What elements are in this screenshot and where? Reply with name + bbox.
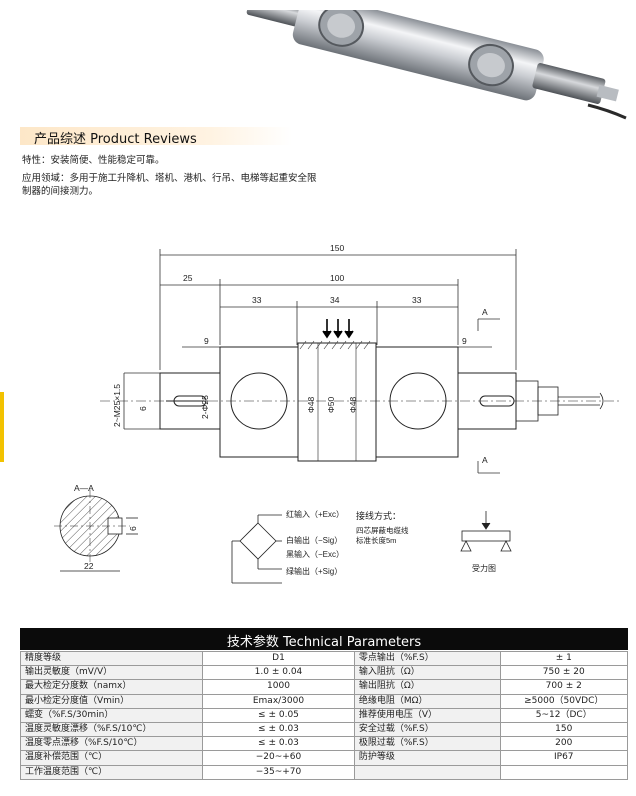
technical-drawing: 150 25 100 33 34 33 9 9 [54, 243, 620, 584]
section-dim-22: 22 [84, 561, 94, 571]
dim-100: 100 [330, 273, 344, 283]
connection-cable: 四芯屏蔽电缆线 [356, 525, 409, 535]
param-label: 零点输出（%F.S） [353, 650, 501, 667]
dim-33-left: 33 [252, 295, 262, 305]
param-value: −20~+60 [202, 750, 355, 766]
param-value: ≤ ± 0.03 [202, 721, 355, 738]
load-arrows [322, 319, 354, 339]
section-label-a-bottom: A [482, 455, 488, 465]
param-label [353, 764, 501, 780]
application-line: 应用领域：多用于施工升降机、塔机、港机、行吊、电梯等起重安全限 [22, 173, 317, 184]
param-value: 5~12（DC） [499, 707, 629, 723]
param-label: 温度零点漂移（%F.S/10℃） [19, 736, 204, 752]
wiring-black: 黑输入（−Exc） [286, 549, 344, 559]
dia-48-right: Φ48 [348, 396, 358, 413]
dim-6-vert: 6 [138, 406, 148, 411]
cable-gland [515, 380, 604, 422]
wiring-red: 红输入（+Exc） [286, 509, 344, 519]
param-label: 温度补偿范围（℃） [19, 750, 204, 766]
param-value: ≥5000（50VDC） [499, 693, 629, 709]
param-value [499, 764, 629, 780]
param-value: Emax/3000 [202, 693, 355, 709]
connection-title: 接线方式： [356, 510, 401, 521]
param-value: 200 [499, 736, 629, 752]
hatch-area [299, 340, 371, 350]
param-value: 1.0 ± 0.04 [202, 665, 355, 681]
param-value: ± 1 [499, 650, 629, 667]
tech-params-title: 技术参数 Technical Parameters [226, 635, 422, 650]
param-label: 温度灵敏度漂移（%F.S/10℃） [19, 721, 204, 738]
param-label: 输入阻抗（Ω） [353, 665, 501, 681]
force-diagram-label: 受力图 [472, 563, 496, 573]
param-label: 推荐使用电压（V） [353, 707, 501, 723]
param-label: 防护等级 [353, 750, 501, 766]
param-value: ≤ ± 0.05 [202, 707, 355, 723]
connection-length: 标准长度5m [356, 535, 396, 545]
product-reviews-header: 产品综述 Product Reviews [20, 127, 292, 147]
param-value: IP67 [499, 750, 629, 766]
dia-25: 2-Φ25 [200, 395, 210, 419]
dia-50: Φ50 [326, 396, 336, 413]
dim-34: 34 [330, 295, 340, 305]
thread-spec: 2~M25×1.5 [112, 384, 122, 427]
section-title: 产品综述 Product Reviews [34, 132, 197, 147]
dim-9-left: 9 [204, 336, 209, 346]
application-line-cont: 制器的间接测力。 [22, 186, 99, 197]
section-dim-6: 6 [128, 526, 138, 531]
force-diagram [460, 511, 512, 552]
dim-25: 25 [183, 273, 193, 283]
param-value: 700 ± 2 [499, 679, 629, 695]
table-row: 工作温度范围（℃）−35~+70 [19, 764, 629, 780]
section-label-a-top: A [482, 307, 488, 317]
dim-33-right: 33 [412, 295, 422, 305]
dim-150: 150 [330, 243, 344, 253]
side-accent-bar [0, 392, 4, 462]
section-a-a-view [54, 490, 138, 572]
param-label: 精度等级 [19, 650, 204, 667]
param-label: 输出阻抗（Ω） [353, 679, 501, 695]
param-value: 1000 [202, 679, 355, 695]
param-label: 最小检定分度值（Vmin） [19, 693, 204, 709]
tech-params-header: 技术参数 Technical Parameters [20, 628, 628, 650]
wiring-green: 绿输出（+Sig） [286, 566, 342, 576]
param-label: 蠕变（%F.S/30min） [19, 707, 204, 723]
dia-48-left: Φ48 [306, 396, 316, 413]
param-label: 最大检定分度数（namx） [19, 679, 204, 695]
section-marker [477, 318, 500, 474]
dimension-lines [159, 249, 517, 370]
load-cell-outline [100, 342, 620, 462]
param-value: −35~+70 [202, 764, 355, 780]
wiring-bridge [231, 514, 282, 584]
param-value: 750 ± 20 [499, 665, 629, 681]
section-a-a-title: A—A [74, 483, 94, 493]
product-photo [246, 10, 627, 120]
dim-9-right: 9 [462, 336, 467, 346]
feature-line: 特性：安装简便、性能稳定可靠。 [22, 155, 165, 166]
param-label: 极限过载（%F.S） [353, 736, 501, 752]
wiring-white: 白输出（−Sig） [286, 535, 342, 545]
param-label: 工作温度范围（℃） [19, 764, 204, 780]
param-value: D1 [202, 650, 355, 667]
param-value: ≤ ± 0.03 [202, 736, 355, 752]
param-value: 150 [499, 721, 629, 738]
param-label: 安全过载（%F.S） [353, 721, 501, 738]
param-label: 输出灵敏度（mV/V） [19, 665, 204, 681]
param-label: 绝缘电阻（MΩ） [353, 693, 501, 709]
